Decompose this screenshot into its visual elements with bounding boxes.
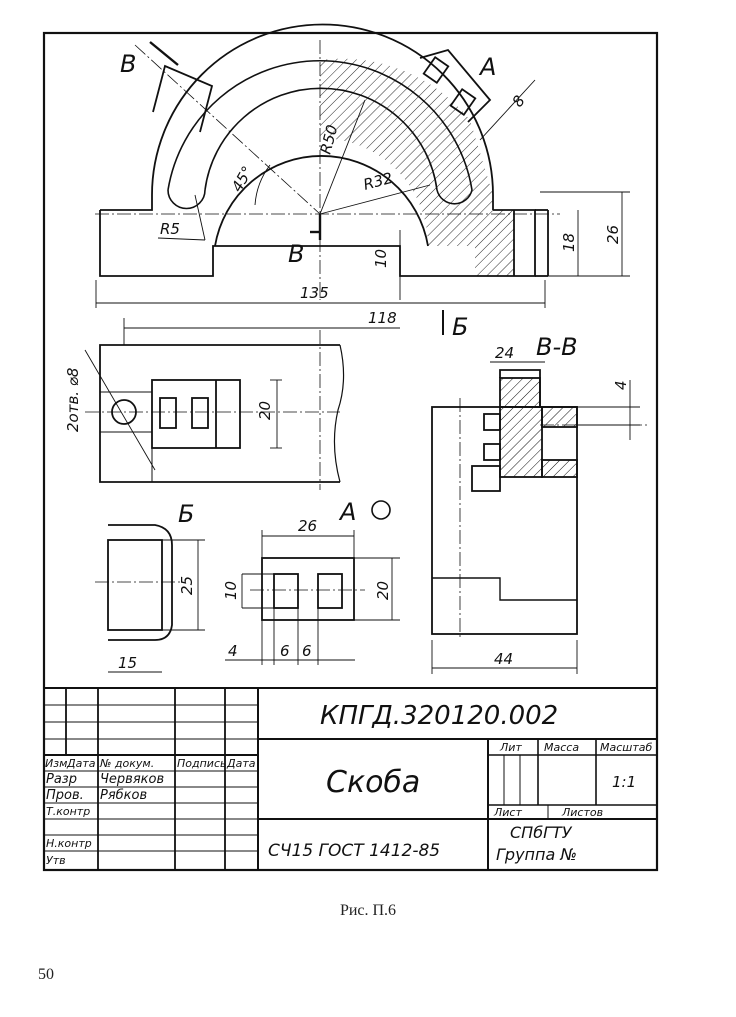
label-section-bb: В-В xyxy=(536,333,578,361)
dim-18: 18 xyxy=(560,233,578,252)
view-b-dimensions xyxy=(108,539,205,673)
header-sheet: Лист xyxy=(493,806,522,819)
dim-26: 26 xyxy=(604,225,622,244)
role-tcontr: Т.контр xyxy=(46,805,90,818)
front-dimensions xyxy=(95,79,630,308)
doc-code: КПГД.320120.002 xyxy=(320,701,558,731)
part-name: Скоба xyxy=(326,765,420,800)
top-dimensions xyxy=(84,318,400,471)
role-utv: Утв xyxy=(46,854,66,867)
person-prov: Рябков xyxy=(100,788,147,803)
dim-118: 118 xyxy=(368,309,397,327)
rotation-mark-icon xyxy=(371,500,391,520)
dim-15: 15 xyxy=(118,654,137,672)
figure-caption: Рис. П.6 xyxy=(339,902,397,919)
header-scale: Масштаб xyxy=(600,741,652,754)
dim-10: 10 xyxy=(372,249,390,268)
dim-4: 4 xyxy=(612,380,630,390)
scale-value: 1:1 xyxy=(612,773,636,791)
header-doc-num: № докум. xyxy=(99,757,154,770)
header-lit: Лит xyxy=(499,741,522,754)
header-data: Дата xyxy=(66,757,96,770)
dim-45: 45° xyxy=(228,163,257,195)
material: СЧ15 ГОСТ 1412-85 xyxy=(268,841,440,861)
dim-20-top: 20 xyxy=(256,401,274,420)
header-sign: Подпись xyxy=(177,757,226,770)
dim-25: 25 xyxy=(178,576,196,595)
top-centerlines xyxy=(85,330,340,490)
dim-6b-view-a: 6 xyxy=(302,642,312,660)
header-mass: Масса xyxy=(544,741,579,754)
label-b-view-arrow: Б xyxy=(452,313,468,341)
page-number: 50 xyxy=(38,966,54,983)
view-b xyxy=(107,524,173,641)
dim-r32: R32 xyxy=(361,169,394,194)
section-centerlines xyxy=(459,398,650,640)
dim-24: 24 xyxy=(495,344,514,362)
label-b-bottom: В xyxy=(288,240,304,268)
section-arrows-b xyxy=(149,41,322,240)
dim-8: 8 xyxy=(509,92,529,110)
front-centerlines xyxy=(95,40,560,300)
top-view xyxy=(99,344,345,483)
org-line1: СПбГТУ xyxy=(510,823,573,842)
role-razr: Разр xyxy=(46,772,77,787)
header-izm: Изм xyxy=(45,757,67,770)
label-view-a: А xyxy=(338,498,356,526)
header-date: Дата xyxy=(226,757,256,770)
label-view-b: Б xyxy=(178,500,194,528)
dim-44: 44 xyxy=(494,650,513,668)
title-block xyxy=(44,687,657,870)
view-a-dimensions xyxy=(225,530,400,665)
section-bb-view xyxy=(431,369,578,635)
header-sheets: Листов xyxy=(561,806,603,819)
dim-20-view-a: 20 xyxy=(374,581,392,600)
section-dimensions xyxy=(431,361,640,674)
view-a xyxy=(261,557,355,621)
role-prov: Пров. xyxy=(46,788,84,803)
dim-r5: R5 xyxy=(160,220,180,238)
person-razr: Червяков xyxy=(100,772,164,787)
dim-4-view-a: 4 xyxy=(228,642,238,660)
org-line2: Группа № xyxy=(496,845,577,864)
dim-135: 135 xyxy=(300,284,329,302)
label-a-top: А xyxy=(478,53,496,81)
drawing-frame xyxy=(42,31,659,872)
front-section-hatch xyxy=(320,58,514,276)
label-b-top: В xyxy=(120,50,136,78)
dim-6a-view-a: 6 xyxy=(280,642,290,660)
role-ncontr: Н.контр xyxy=(46,837,92,850)
dim-holes: 2отв. ⌀8 xyxy=(64,368,82,432)
dim-10-view-a: 10 xyxy=(222,581,240,600)
dim-26-view-a: 26 xyxy=(298,517,317,535)
